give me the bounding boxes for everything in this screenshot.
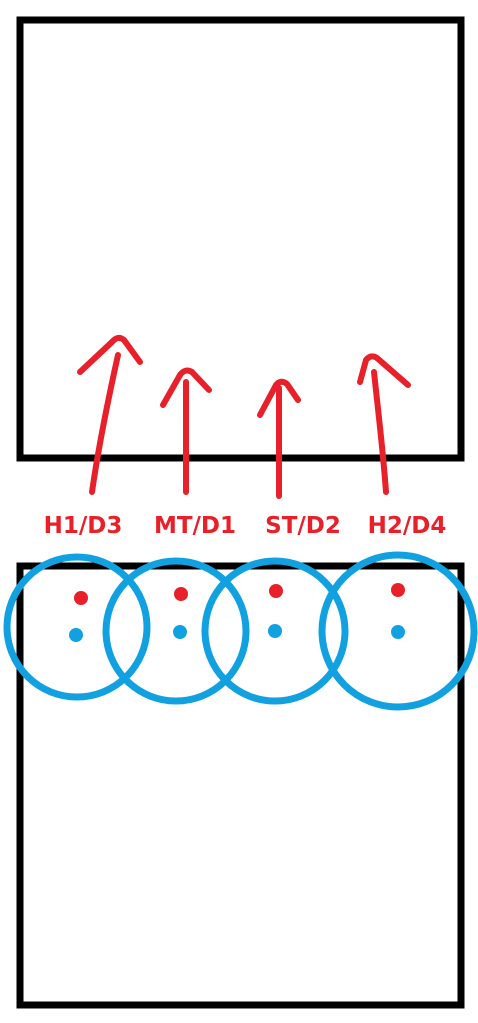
arrow-1 xyxy=(77,334,143,495)
movement-arrows xyxy=(77,334,411,499)
position-label-3: ST/D2 xyxy=(265,513,341,539)
coverage-circles xyxy=(3,551,478,711)
blue-dot-3 xyxy=(268,624,282,638)
arrow-4-head xyxy=(357,353,411,388)
blue-dot-1 xyxy=(69,628,83,642)
blue-dot-2 xyxy=(173,625,187,639)
bottom-zone-box xyxy=(16,562,465,1009)
player-dots xyxy=(69,583,405,642)
position-label-1: H1/D3 xyxy=(44,513,123,539)
arrow-2 xyxy=(160,367,212,495)
coverage-circle-4 xyxy=(318,551,478,711)
position-labels: H1/D3 MT/D1 ST/D2 H2/D4 xyxy=(44,513,447,539)
arrow-1-shaft xyxy=(89,352,121,495)
blue-dot-4 xyxy=(391,625,405,639)
arrow-2-head xyxy=(160,367,212,408)
coverage-circle-1 xyxy=(3,553,151,701)
red-dot-1 xyxy=(74,591,88,605)
arrow-3 xyxy=(257,378,301,499)
coverage-circle-3 xyxy=(201,557,349,705)
arrow-4-shaft xyxy=(371,369,389,495)
position-label-2: MT/D1 xyxy=(154,513,236,539)
red-dot-3 xyxy=(269,584,283,598)
arrow-3-head xyxy=(257,378,301,418)
coverage-circle-2 xyxy=(102,557,250,705)
position-label-4: H2/D4 xyxy=(368,513,447,539)
red-dot-4 xyxy=(391,583,405,597)
red-dot-2 xyxy=(174,587,188,601)
arrow-4 xyxy=(357,353,411,495)
top-zone-box xyxy=(16,16,465,462)
arrow-1-head xyxy=(77,334,143,375)
